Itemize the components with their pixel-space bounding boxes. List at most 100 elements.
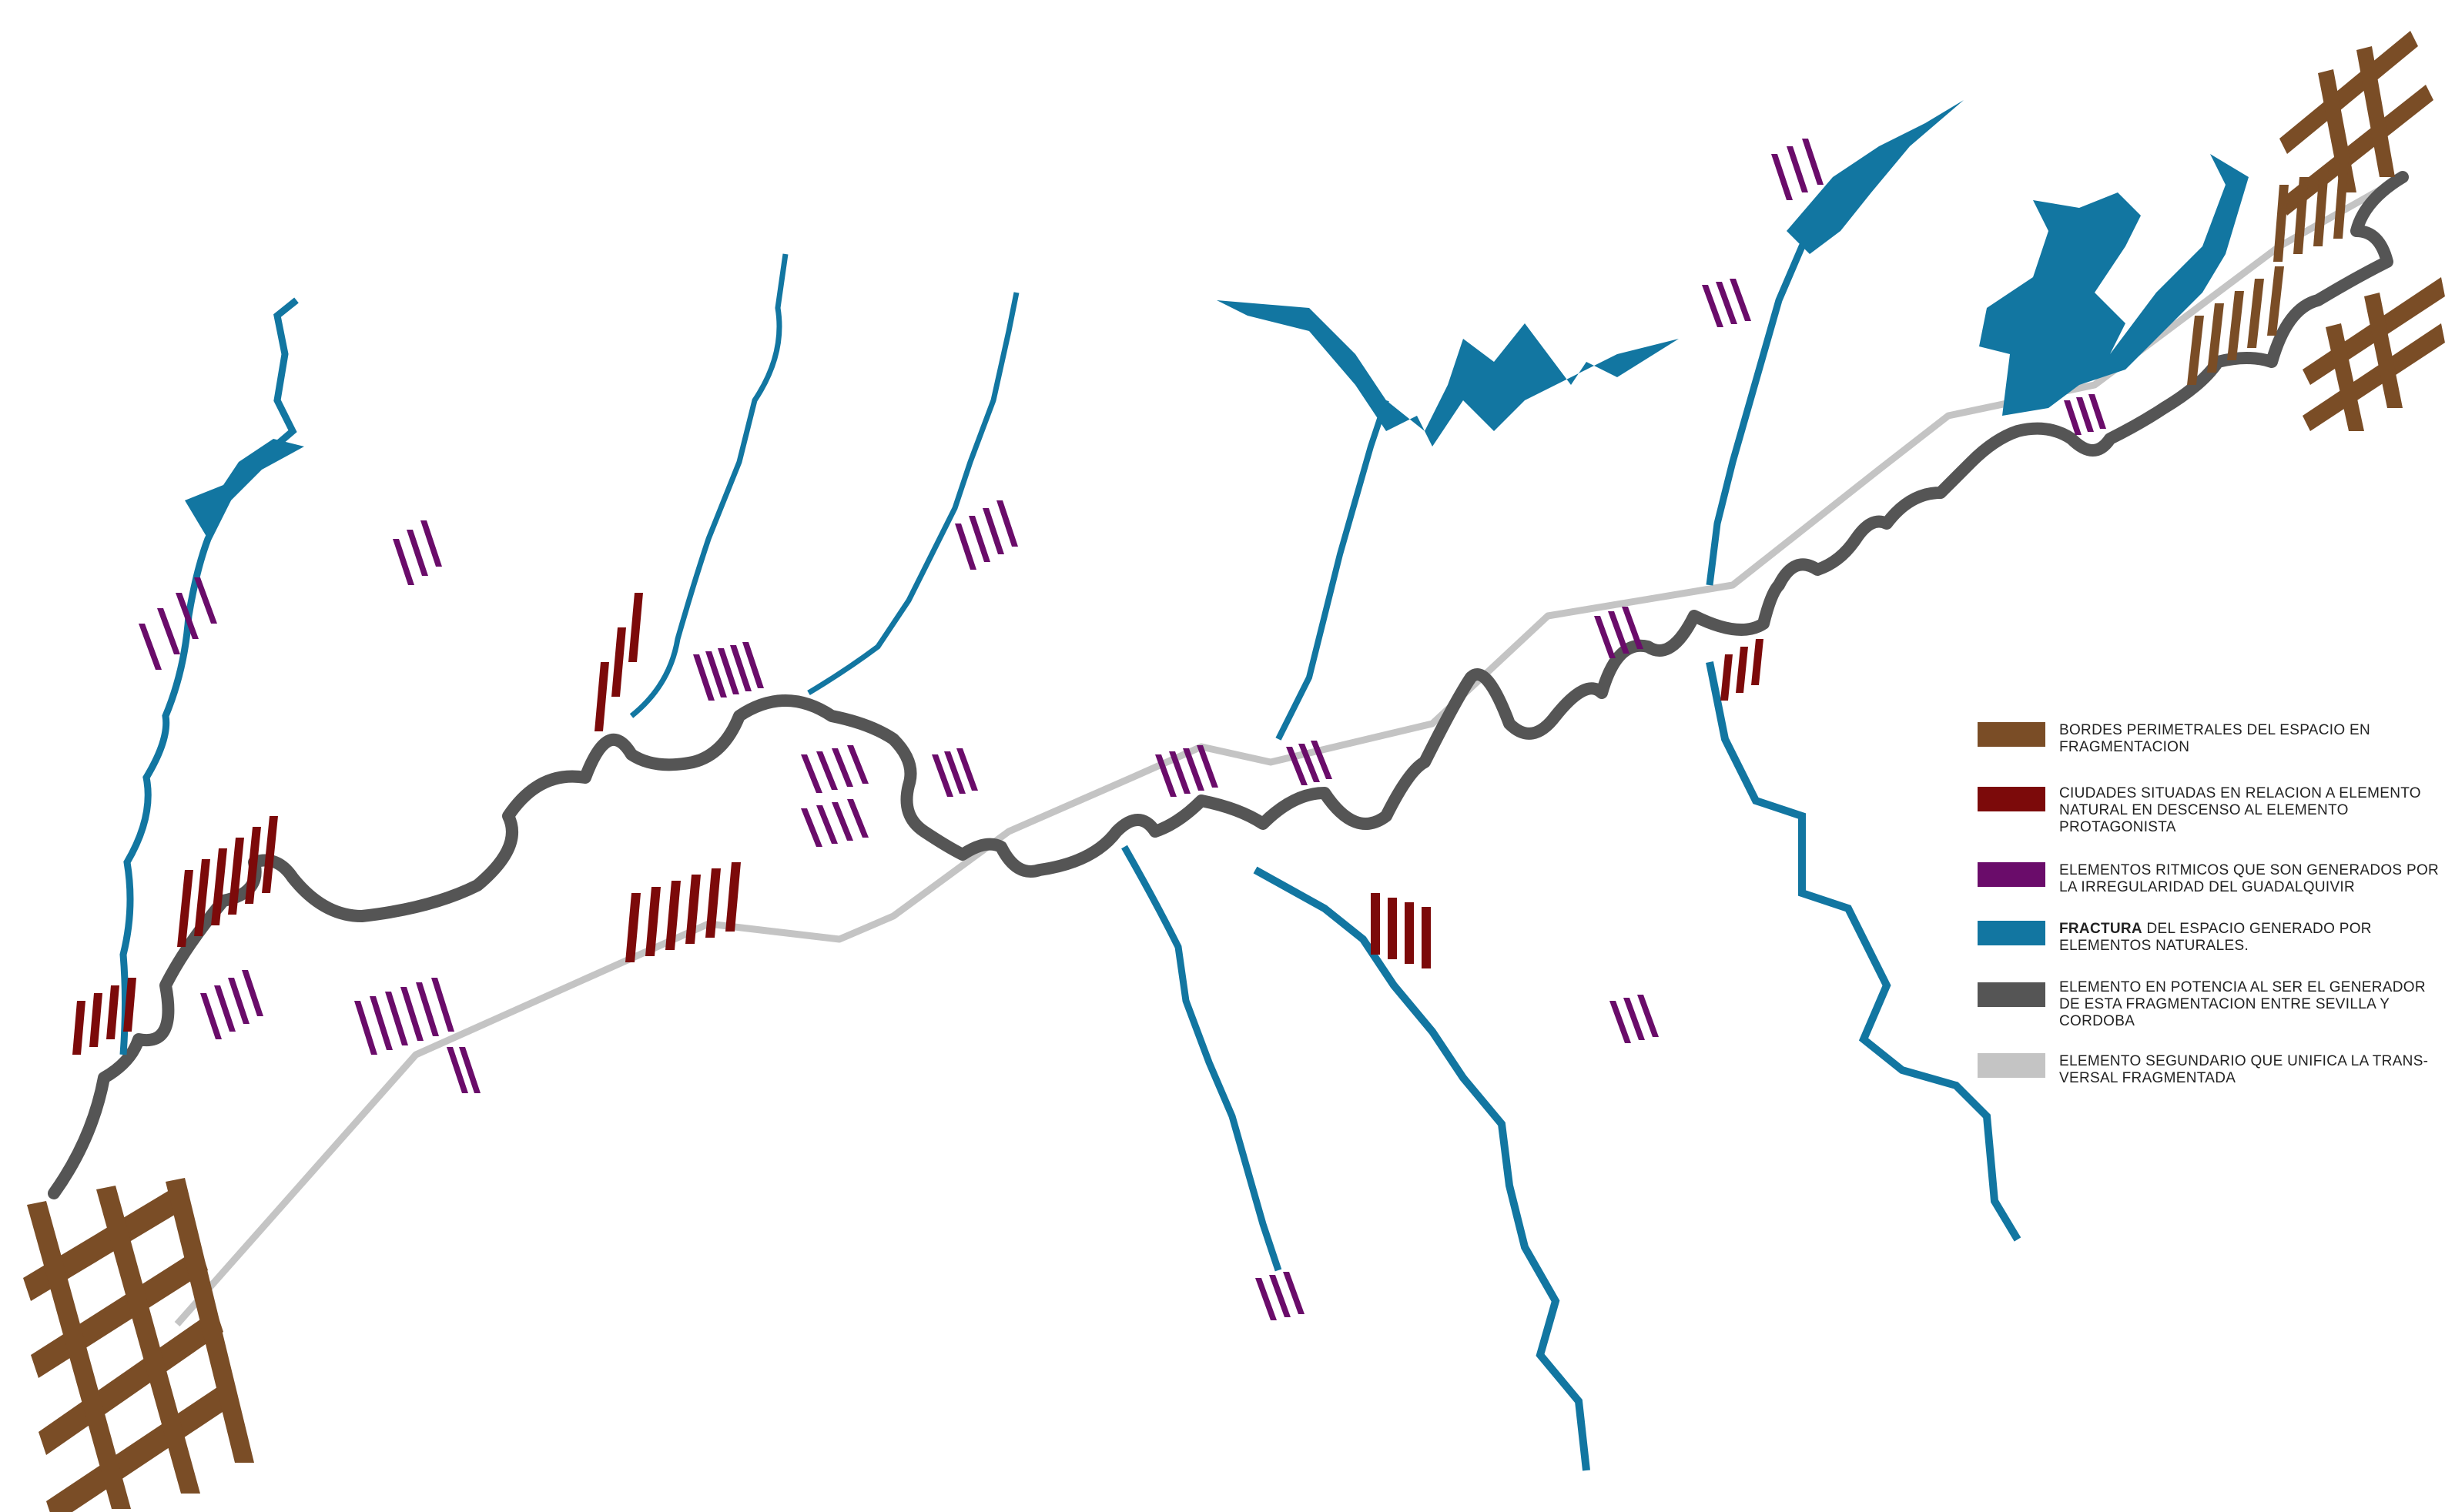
rhythm-mark xyxy=(847,799,869,838)
rhythm-mark xyxy=(1311,741,1332,779)
rhythm-mark xyxy=(955,524,976,570)
rhythm-mark xyxy=(847,745,869,784)
legend-swatch-river xyxy=(1978,982,2045,1007)
border-east-bar xyxy=(2227,291,2244,360)
fracture-reservoir-1 xyxy=(1217,300,1679,447)
fracture-south-1 xyxy=(1121,845,1282,1272)
fracture-west-lake xyxy=(185,439,304,539)
rhythm-mark xyxy=(832,802,853,841)
legend-label-road: ELEMENTO SEGUNDARIO QUE UNIFICA LA TRANS… xyxy=(2059,1053,2429,1086)
rhythm-mark xyxy=(801,754,822,793)
border-west xyxy=(23,1178,254,1512)
city-mark xyxy=(595,662,609,731)
rhythm-mark xyxy=(242,970,263,1016)
legend-swatch-borders xyxy=(1978,722,2045,747)
legend-item-river: ELEMENTO EN POTENCIA AL SER EL GENERADOR… xyxy=(1978,979,2440,1053)
rhythm-mark xyxy=(742,642,764,688)
rhythm-mark xyxy=(1155,754,1177,797)
city-mark xyxy=(177,870,193,947)
rhythm-mark xyxy=(1787,146,1808,192)
legend: BORDES PERIMETRALES DEL ESPACIO EN FRAGM… xyxy=(1978,722,2440,1099)
rhythm-mark xyxy=(2076,397,2094,432)
rhythm-mark xyxy=(1183,748,1204,791)
city-mark xyxy=(625,893,641,962)
legend-item-borders: BORDES PERIMETRALES DEL ESPACIO EN FRAGM… xyxy=(1978,722,2440,785)
city-mark xyxy=(1405,902,1414,964)
city-mark xyxy=(1720,654,1733,701)
guadalquivir-river xyxy=(48,171,2409,1199)
rhythm-mark xyxy=(1197,745,1218,788)
legend-label-fracture-bold: FRACTURA xyxy=(2059,921,2142,937)
rhythm-mark xyxy=(370,996,393,1050)
east-bar-cluster xyxy=(2187,162,2349,385)
legend-item-fracture: FRACTURA DEL ESPACIO GENERADO POR ELEMEN… xyxy=(1978,921,2440,979)
rhythm-mark xyxy=(1771,154,1793,200)
rhythm-mark xyxy=(1730,279,1751,321)
legend-item-cities: CIUDADES SITUADAS EN RELACION A ELEMENTO… xyxy=(1978,785,2440,862)
rhythm-mark xyxy=(932,754,953,797)
rhythm-mark xyxy=(816,805,838,844)
border-east-bar xyxy=(2293,177,2309,254)
rhythm-mark xyxy=(705,651,727,697)
rhythm-mark xyxy=(1594,616,1616,658)
legend-item-rhythm: ELEMENTOS RITMICOS QUE SON GENERADOS POR… xyxy=(1978,862,2440,921)
rhythm-mark xyxy=(801,808,822,847)
legend-label-river: ELEMENTO EN POTENCIA AL SER EL GENERADOR… xyxy=(2059,979,2426,1029)
rhythm-mark xyxy=(447,1047,468,1093)
rhythm-mark xyxy=(1286,747,1308,785)
rhythm-mark xyxy=(400,987,424,1041)
rhythm-mark xyxy=(693,654,715,701)
rhythm-mark xyxy=(431,978,454,1032)
city-mark xyxy=(211,848,227,925)
rhythm-mark xyxy=(1269,1275,1291,1317)
rhythm-mark xyxy=(416,982,439,1036)
rhythm-mark xyxy=(420,520,442,567)
legend-label-fracture-rest: DEL ESPACIO GENERADO POR ELEMENTOS NATUR… xyxy=(2059,921,2372,954)
border-east-bar xyxy=(2313,169,2329,246)
border-east-bar xyxy=(2207,303,2224,373)
fracture-north-3 xyxy=(1275,399,1389,741)
city-mark xyxy=(1736,647,1748,693)
rhythm-mark xyxy=(996,500,1018,547)
city-mark xyxy=(123,978,136,1032)
city-mark xyxy=(725,862,741,932)
rhythm-mark xyxy=(393,539,414,585)
rhythm-mark xyxy=(1608,611,1629,654)
fracture-north-2 xyxy=(807,292,1020,696)
fracture-south-2 xyxy=(1253,866,1590,1471)
rhythm-mark xyxy=(228,978,250,1024)
rhythm-mark xyxy=(1637,995,1659,1037)
rhythm-mark xyxy=(816,751,838,790)
fracture-north-4 xyxy=(1706,206,1828,586)
city-mark xyxy=(1422,907,1431,968)
rhythm-mark xyxy=(1298,744,1320,782)
rhythm-mark xyxy=(832,748,853,787)
border-east-bar xyxy=(2333,162,2349,239)
rhythm-mark xyxy=(718,648,739,694)
rhythm-mark xyxy=(176,593,199,639)
rhythm-mark xyxy=(2088,394,2106,429)
rhythm-mark xyxy=(1609,1001,1631,1043)
rhythm-mark xyxy=(157,608,180,654)
city-mark xyxy=(1751,639,1763,685)
city-mark xyxy=(1371,893,1380,955)
rhythm-mark xyxy=(194,577,217,624)
border-east-bar xyxy=(2273,185,2289,262)
city-mark xyxy=(262,816,278,893)
legend-label-cities: CIUDADES SITUADAS EN RELACION A ELEMENTO… xyxy=(2059,785,2421,835)
city-mark xyxy=(685,875,701,944)
rhythm-mark xyxy=(1623,998,1645,1040)
rhythm-mark xyxy=(1802,139,1824,185)
rhythm-mark xyxy=(1702,285,1723,327)
city-mark xyxy=(645,887,661,956)
city-mark xyxy=(228,838,244,915)
city-mark xyxy=(611,627,626,697)
city-mark xyxy=(245,827,261,904)
legend-swatch-fracture xyxy=(1978,921,2045,945)
fracture-south-3 xyxy=(1706,661,2021,1242)
rhythm-mark xyxy=(1622,607,1643,649)
rhythm-mark xyxy=(459,1047,481,1093)
rhythm-mark xyxy=(200,993,222,1039)
rhythm-mark xyxy=(214,985,236,1032)
